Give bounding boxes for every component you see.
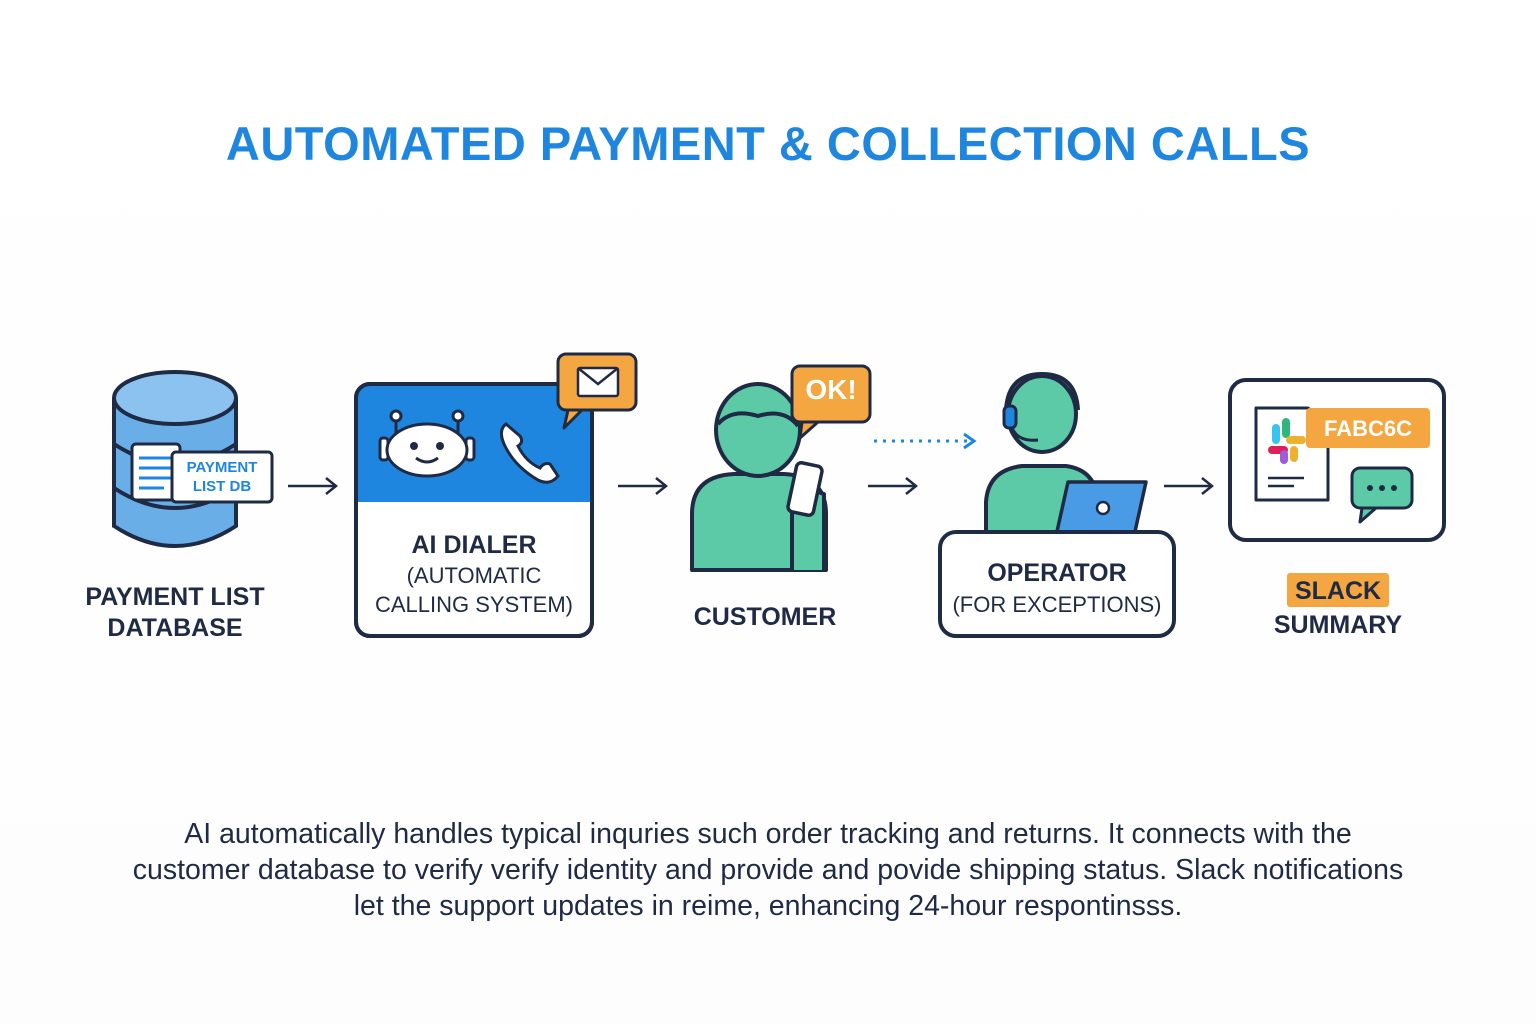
- database-icon: [112, 370, 274, 548]
- envelope-icon: [556, 352, 638, 430]
- dotted-arrow-escalation: [872, 430, 982, 452]
- ai-dialer-label: AI DIALER (AUTOMATIC CALLING SYSTEM): [356, 530, 592, 619]
- slack-tag: [1287, 573, 1389, 607]
- operator-node: [938, 370, 1178, 640]
- ai-dialer-label-line2: (AUTOMATIC: [406, 563, 542, 588]
- database-card-line1: PAYMENT: [186, 459, 258, 476]
- arrow-customer-to-operator: [866, 474, 920, 498]
- chat-bubble-icon: [1350, 466, 1414, 524]
- slack-tag-label: SLACK: [1294, 577, 1382, 605]
- database-label-line1: PAYMENT LIST: [85, 583, 265, 611]
- database-label: PAYMENT LIST DATABASE: [70, 582, 280, 644]
- operator-headset-icon: [938, 371, 1176, 638]
- slack-logo-icon: [1268, 418, 1306, 464]
- arrow-operator-to-slack: [1162, 474, 1216, 498]
- customer-node: OK!: [688, 364, 878, 574]
- customer-ok-bubble: OK!: [805, 374, 857, 405]
- arrow-dialer-to-customer: [616, 474, 670, 498]
- operator-label: OPERATOR (FOR EXCEPTIONS): [940, 558, 1174, 620]
- slack-summary-label: SUMMARY: [1273, 611, 1403, 639]
- database-node: PAYMENT LIST DB: [108, 366, 278, 558]
- slack-summary-node: FABC6C: [1228, 378, 1448, 544]
- robot-icon: [378, 409, 476, 478]
- operator-label-line2: (FOR EXCEPTIONS): [952, 592, 1162, 617]
- ai-dialer-label-line1: AI DIALER: [411, 531, 537, 559]
- database-card-line2: LIST DB: [192, 478, 252, 495]
- slack-badge-text: FABC6C: [1323, 416, 1412, 441]
- database-label-line2: DATABASE: [107, 614, 243, 642]
- arrow-database-to-dialer: [286, 474, 340, 498]
- person-with-phone-icon: [690, 364, 872, 572]
- caption-line-1: AI automatically handles typical inqurie…: [184, 818, 1352, 850]
- ai-dialer-label-line3: CALLING SYSTEM): [374, 592, 574, 617]
- phone-icon: [499, 422, 560, 484]
- customer-label: CUSTOMER: [693, 603, 837, 631]
- caption-line-2: customer database to verify verify ident…: [132, 854, 1404, 886]
- caption-line-3: let the support updates in reime, enhanc…: [353, 890, 1183, 922]
- page-title: AUTOMATED PAYMENT & COLLECTION CALLS: [225, 117, 1311, 170]
- operator-label-line1: OPERATOR: [987, 559, 1127, 587]
- ai-dialer-node: [354, 352, 639, 638]
- caption: AI automatically handles typical inqurie…: [100, 816, 1436, 924]
